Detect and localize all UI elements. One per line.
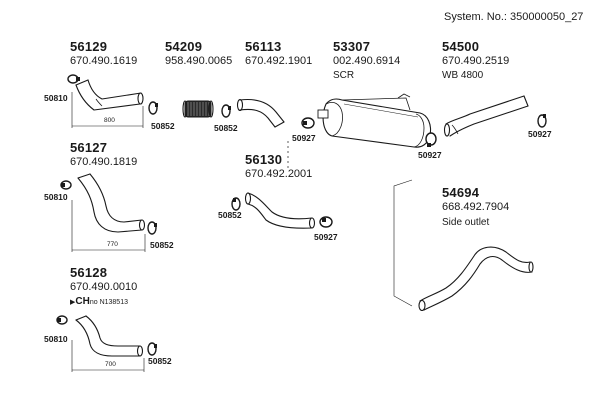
clamp-50852-top-b [221,104,231,118]
clamp-label-50927-d: 50927 [314,232,338,242]
pipe-54694 [418,246,534,312]
clamp-label-50852-b: 50852 [214,123,238,133]
dimension-label-770: 770 [107,241,118,248]
clamp-50927-b [425,132,437,147]
part-number-56129: 56129 [70,39,108,54]
part-ref-56129: 670.490.1619 [70,55,138,67]
part-ref-56128: 670.490.0010 [70,281,138,293]
clamp-label-50852-bottom: 50852 [148,356,172,366]
pipe-56127 [77,173,146,233]
clamp-label-50852-mid: 50852 [150,240,174,250]
part-number-56128: 56128 [70,265,108,280]
part-ref-56113: 670.492.1901 [245,55,313,67]
part-number-54209: 54209 [165,39,203,54]
clamp-50852-top-a [148,101,158,115]
part-ref-53307: 002.490.6914 [333,55,401,67]
part-ref-56130: 670.492.2001 [245,168,313,180]
clamp-50852-bottom [147,342,157,356]
muffler-53307 [317,93,432,148]
part-note-54694: Side outlet [442,217,490,228]
pipe-54500 [443,95,529,137]
bracket-line-54694 [393,179,413,307]
clamp-label-50852-mid-b: 50852 [218,210,242,220]
part-ref-54500: 670.490.2519 [442,55,510,67]
clamp-50852-mid [147,221,157,235]
part-number-56113: 56113 [245,39,282,54]
part-number-54694: 54694 [442,185,480,200]
clamp-label-50852-a: 50852 [151,121,175,131]
clamp-label-50810-mid: 50810 [44,192,68,202]
pipe-56113 [236,98,285,128]
part-number-54500: 54500 [442,39,480,54]
part-note-53307: SCR [333,70,355,81]
part-note-56128: ▶CHno N138513 [70,297,128,307]
dimension-label-700: 700 [105,361,116,368]
clamp-50927-c [537,114,547,128]
part-ref-54209: 958.490.0065 [165,55,233,67]
arrow-marker-icon: ▶ [70,299,76,306]
clamp-50927-d [319,216,333,228]
clamp-50852-mid-b [231,197,241,211]
country-code: CH [75,296,90,307]
pipe-56130 [244,192,316,229]
system-number: System. No.: 350000050_27 [444,11,584,23]
dimension-56128 [71,340,145,372]
dimension-56127 [71,200,146,252]
part-ref-54694: 668.492.7904 [442,201,510,213]
clamp-label-50927-c: 50927 [528,129,552,139]
part-number-56130: 56130 [245,152,283,167]
pipe-56128 [75,315,144,357]
clamp-label-50810-bottom: 50810 [44,334,68,344]
clamp-label-50927-a: 50927 [292,133,316,143]
clamp-50927-a [301,117,315,129]
flex-hose-54209 [182,100,214,118]
part-number-53307: 53307 [333,39,371,54]
clamp-label-50810-top: 50810 [44,93,68,103]
dimension-label-800: 800 [104,117,115,124]
clamp-50810-mid [60,180,72,190]
note-text: no N138513 [89,299,128,306]
part-ref-56127: 670.490.1819 [70,156,138,168]
clamp-50810-top [67,74,80,84]
part-number-56127: 56127 [70,140,108,155]
clamp-50810-bottom [56,315,68,325]
dimension-56129 [71,92,144,128]
clamp-label-50927-b: 50927 [418,150,442,160]
part-note-54500: WB 4800 [442,70,484,81]
pipe-56129 [75,79,144,111]
